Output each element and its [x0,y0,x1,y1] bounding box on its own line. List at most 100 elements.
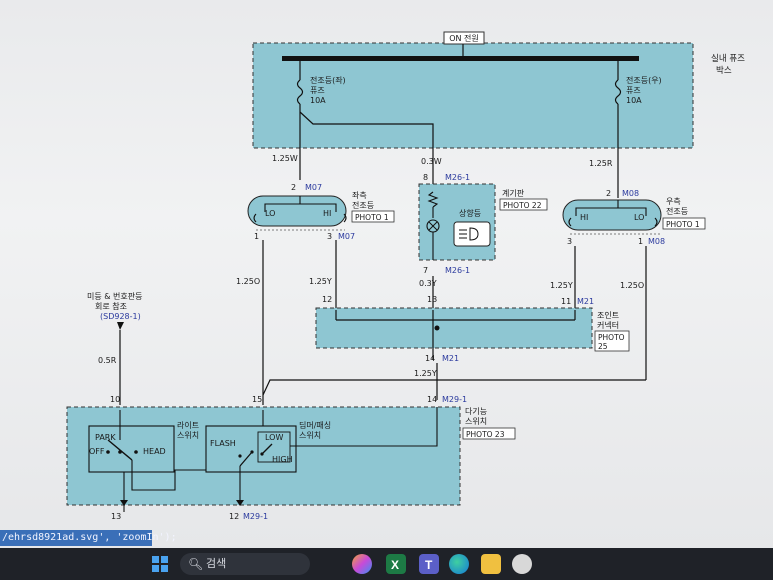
left-fuse-icon [296,79,304,105]
right-hi-filament-icon [568,217,572,227]
cluster-conn-bot: M26-1 [445,266,470,275]
cluster-pin-top: 8 [423,173,428,182]
excel-icon[interactable]: X [386,554,406,574]
taskbar: 🔍︎ 검색 X T [0,548,773,580]
dimmer-low-high-contact-icon [261,443,273,455]
taillamp-ref-label-2: 회로 참조 [95,301,127,311]
joint-connector [315,307,593,349]
screen: ON 전원 실내 퓨즈 박스 전조등(좌) 퓨즈 10A 전조등(우) 퓨즈 1… [0,0,773,548]
lamp-right-conn-top: M08 [622,189,639,198]
right-fuse-name-1: 전조등(우) [626,75,662,85]
mf-pin-14: 14 [427,395,437,404]
right-fuse-name-2: 퓨즈 [626,86,641,95]
fusebox-label-1: 실내 퓨즈 [711,53,745,64]
dimmer-passing-switch [205,425,297,473]
edge-icon[interactable] [449,554,469,574]
mf-pin-15: 15 [252,395,262,404]
light-switch-contact-icon [107,439,133,461]
left-lo-filament-icon [253,213,257,223]
lamp-left-pin-top: 2 [291,183,296,192]
lamp-right-label-1: 우측 [666,197,681,206]
cluster-label: 계기판 [502,188,525,198]
lamp-right-photo: PHOTO 1 [666,220,700,229]
resistor-icon [427,191,439,208]
lamp-right-pin-top: 2 [606,189,611,198]
fusebox-label-2: 박스 [716,65,732,76]
lamp-right-hi: HI [580,213,588,222]
wire-label-w2: 1.25Y [309,277,332,286]
joint-label-1: 조인트 [597,310,619,320]
cluster-conn-top: M26-1 [445,173,470,182]
joint-pin-14: 14 [425,354,435,363]
console-output: /ehrsd8921ad.svg', 'zoomIn'); [0,530,177,546]
wire-label-03W: 0.3W [421,157,442,166]
right-fuse-icon [614,79,622,105]
mf-pin-13: 13 [111,512,121,521]
joint-label-2: 커넥터 [597,320,619,330]
lamp-left-label-2: 전조등 [352,200,374,210]
search-box[interactable]: 🔍︎ 검색 [180,553,310,575]
mf-pin-10: 10 [110,395,120,404]
light-switch-label-2: 스위치 [177,431,199,440]
high-beam-indicator-icon [453,221,491,247]
lamp-right-conn-bot: M08 [648,237,665,246]
dimmer-low: LOW [265,433,283,442]
dimmer-flash-contact-icon [239,451,253,467]
light-switch-park: PARK [95,433,116,442]
app-icon[interactable] [512,554,532,574]
lamp-right-lo: LO [634,213,644,222]
dimmer-flash: FLASH [210,439,236,448]
wire-label-w1: 1.25O [236,277,260,286]
mf-label-1: 다기능 [465,407,487,416]
wire-label-w3: 0.3Y [419,279,437,288]
svg-text:T: T [425,558,433,572]
lamp-left-label-1: 좌측 [352,191,367,200]
copilot-icon[interactable] [352,554,372,574]
dimmer-switch-label-2: 스위치 [299,431,321,440]
wire-label-w5: 1.25O [620,281,644,290]
cluster-photo: PHOTO 22 [503,201,542,210]
mf-pin-12: 12 [229,512,239,521]
mf-conn-14: M29-1 [442,395,467,404]
lamp-left-conn-top: M07 [305,183,322,192]
light-switch-label-1: 라이트 [177,420,199,430]
dimmer-switch-label-1: 딤머/패싱 [299,420,331,430]
lamp-right-pin-bl: 3 [567,237,572,246]
joint-pin-12: 12 [322,295,332,304]
teams-icon[interactable]: T [419,554,439,574]
dimmer-high: HIGH [272,455,293,464]
lamp-left-photo: PHOTO 1 [355,213,389,222]
power-bus-bar [282,56,639,61]
left-hi-filament-icon [343,213,347,223]
wire-label-w4: 1.25Y [550,281,573,290]
lamp-left-pin-br: 3 [327,232,332,241]
joint-pin-11: 11 [561,297,571,306]
lamp-left-lo: LO [265,209,275,218]
power-label-box [443,31,485,45]
search-icon: 🔍︎ [188,557,204,571]
mf-photo: PHOTO 23 [466,430,505,439]
power-label: ON 전원 [449,33,479,43]
wire-label-125R: 1.25R [589,159,613,168]
taillamp-ref-code: (SD928-1) [100,312,141,321]
lamp-left-pin-bl: 1 [254,232,259,241]
light-switch-off: OFF [89,447,105,456]
lamp-right-label-2: 전조등 [666,206,688,216]
lamp-left-conn-bot: M07 [338,232,355,241]
right-fuse-rating: 10A [626,96,642,105]
left-fuse-rating: 10A [310,96,326,105]
cluster-pin-bot: 7 [423,266,428,275]
windows-start-icon[interactable] [150,554,170,574]
light-switch-head: HEAD [143,447,166,456]
left-fuse-name-1: 전조등(좌) [310,75,346,85]
joint-conn-14: M21 [442,354,459,363]
taillamp-ref-label-1: 미등 & 번호판등 [87,292,142,301]
joint-conn-11: M21 [577,297,594,306]
file-explorer-icon[interactable] [481,554,501,574]
lamp-right-pin-br: 1 [638,237,643,246]
cluster-indicator: 상향등 [459,208,481,218]
left-fuse-name-2: 퓨즈 [310,86,325,95]
joint-photo-2: 25 [598,342,608,351]
mf-conn-12: M29-1 [243,512,268,521]
mf-label-2: 스위치 [465,417,487,426]
